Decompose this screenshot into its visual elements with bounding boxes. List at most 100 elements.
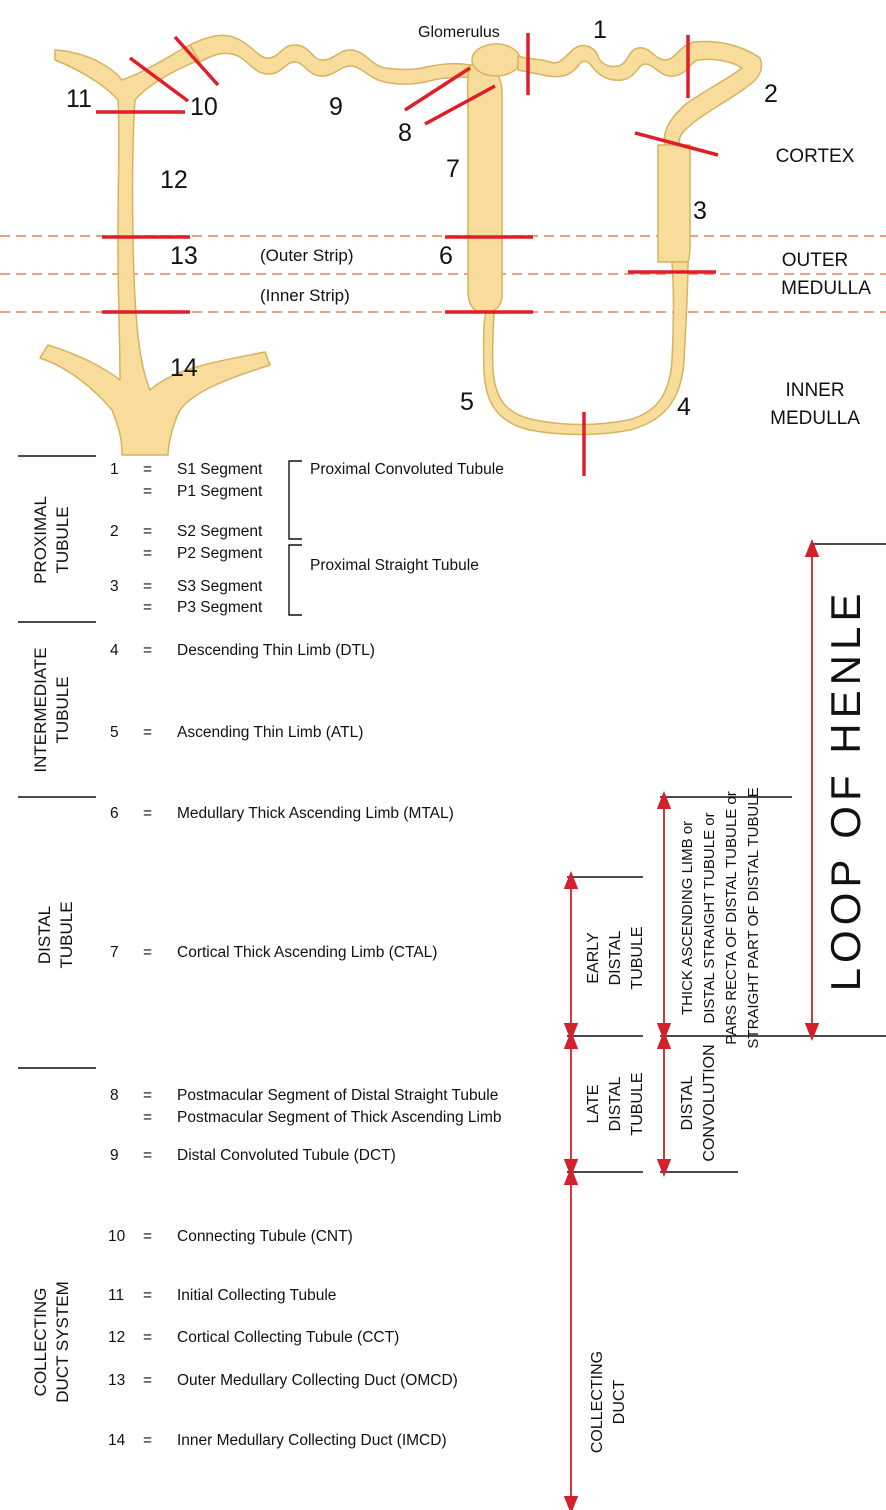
group-collecting-line2: DUCT SYSTEM [53, 1281, 72, 1403]
late-distal-line1: LATE [585, 1085, 602, 1124]
legend-text: Outer Medullary Collecting Duct (OMCD) [177, 1372, 458, 1389]
cut-line-8b [424, 84, 496, 126]
equals-sign: = [143, 724, 152, 741]
equals-sign: = [143, 483, 152, 500]
collecting-duct-line2: DUCT [611, 1380, 628, 1425]
equals-sign: = [143, 805, 152, 822]
equals-sign: = [143, 1372, 152, 1389]
segment-number-6: 6 [439, 242, 453, 270]
cut-line-10b [128, 56, 190, 103]
equals-sign: = [143, 1228, 152, 1245]
equals-sign: = [143, 461, 152, 478]
cut-line-10a [173, 35, 220, 87]
equals-sign: = [143, 1087, 152, 1104]
equals-sign: = [143, 1109, 152, 1126]
legend-text: S3 Segment [177, 578, 263, 595]
equals-sign: = [143, 1287, 152, 1304]
equals-sign: = [143, 599, 152, 616]
right-bracket-labels: EARLY DISTAL TUBULE LATE DISTAL TUBULE C… [585, 589, 869, 1453]
legend-num: 13 [108, 1372, 125, 1389]
distal-convoluted-shape [189, 34, 473, 85]
tal-synonym-2: DISTAL STRAIGHT TUBULE or [701, 812, 718, 1023]
legend-text: Connecting Tubule (CNT) [177, 1228, 353, 1245]
segment-number-13: 13 [170, 242, 198, 270]
legend-text: Inner Medullary Collecting Duct (IMCD) [177, 1432, 447, 1449]
late-distal-line3: TUBULE [629, 1072, 646, 1135]
pst-bracket [288, 544, 302, 616]
equals-sign: = [143, 944, 152, 961]
early-distal-line1: EARLY [585, 932, 602, 984]
equals-sign: = [143, 1329, 152, 1346]
legend-num: 5 [110, 724, 119, 741]
legend: 1 2 3 4 5 6 7 8 9 10 11 12 13 14 = = = =… [108, 460, 504, 1449]
equals-sign: = [143, 523, 152, 540]
pct-label: Proximal Convoluted Tubule [310, 461, 504, 478]
outer-strip-label: (Outer Strip) [260, 246, 354, 265]
legend-num: 11 [108, 1287, 124, 1304]
inner-strip-label: (Inner Strip) [260, 286, 350, 305]
early-distal-line3: TUBULE [629, 926, 646, 989]
legend-num: 3 [110, 578, 119, 595]
segment-number-8: 8 [398, 119, 412, 147]
legend-text: S1 Segment [177, 461, 263, 478]
segment-number-14: 14 [170, 354, 198, 382]
right-bracket-arrows [563, 539, 820, 1510]
segment-number-12: 12 [160, 166, 188, 194]
tal-synonym-4: STRAIGHT PART OF DISTAL TUBULE [745, 787, 762, 1048]
thick-ascending-limb-shape [466, 62, 503, 314]
equals-sign: = [143, 1432, 152, 1449]
legend-text: S2 Segment [177, 523, 263, 540]
segment-number-2: 2 [764, 80, 778, 108]
legend-text: P2 Segment [177, 545, 263, 562]
group-distal-line2: TUBULE [57, 901, 76, 968]
equals-sign: = [143, 1147, 152, 1164]
legend-num: 2 [110, 523, 119, 540]
segment-number-4: 4 [677, 393, 691, 421]
early-distal-line2: DISTAL [607, 930, 624, 985]
equals-sign: = [143, 545, 152, 562]
segment-number-5: 5 [460, 388, 474, 416]
legend-num: 7 [110, 944, 119, 961]
segment-number-3: 3 [693, 197, 707, 225]
collecting-duct-line1: COLLECTING [589, 1351, 606, 1453]
segment-number-9: 9 [329, 93, 343, 121]
group-intermediate-line1: INTERMEDIATE [31, 647, 50, 772]
legend-text: Descending Thin Limb (DTL) [177, 642, 375, 659]
group-collecting-line1: COLLECTING [31, 1288, 50, 1397]
legend-num: 10 [108, 1228, 126, 1245]
legend-num: 1 [110, 461, 119, 478]
legend-num: 6 [110, 805, 119, 822]
equals-sign: = [143, 578, 152, 595]
distal-convolution-line2: CONVOLUTION [701, 1044, 718, 1161]
proximal-convoluted-shape [517, 40, 763, 146]
late-distal-line2: DISTAL [607, 1076, 624, 1131]
group-distal-line1: DISTAL [35, 906, 54, 964]
segment-number-1: 1 [593, 16, 607, 44]
legend-text: Postmacular Segment of Distal Straight T… [177, 1087, 498, 1104]
pct-bracket [288, 460, 302, 540]
group-intermediate-line2: TUBULE [53, 676, 72, 743]
legend-text: Postmacular Segment of Thick Ascending L… [177, 1109, 502, 1126]
left-group-labels: PROXIMAL TUBULE INTERMEDIATE TUBULE DIST… [31, 496, 76, 1403]
legend-text: Medullary Thick Ascending Limb (MTAL) [177, 805, 454, 822]
segment-number-10: 10 [190, 93, 218, 121]
right-bracket-lines [567, 543, 886, 1173]
tal-synonym-1: THICK ASCENDING LIMB or [679, 821, 696, 1015]
legend-num: 8 [110, 1087, 119, 1104]
proximal-straight-shape [657, 144, 691, 263]
legend-text: Cortical Collecting Tubule (CCT) [177, 1329, 399, 1346]
distal-convolution-line1: DISTAL [679, 1075, 696, 1130]
tal-synonym-3: PARS RECTA OF DISTAL TUBULE or [723, 791, 740, 1044]
segment-cut-lines [96, 33, 719, 476]
legend-num: 4 [110, 642, 119, 659]
left-group-dividers [18, 455, 96, 1069]
cut-line-s2-s3 [634, 131, 719, 157]
group-proximal-line1: PROXIMAL [31, 496, 50, 584]
legend-text: Ascending Thin Limb (ATL) [177, 724, 363, 741]
legend-text: P1 Segment [177, 483, 263, 500]
equals-sign: = [143, 642, 152, 659]
legend-num: 14 [108, 1432, 126, 1449]
pst-label: Proximal Straight Tubule [310, 557, 479, 574]
glomerulus-label: Glomerulus [418, 24, 500, 41]
group-proximal-line2: TUBULE [53, 506, 72, 573]
